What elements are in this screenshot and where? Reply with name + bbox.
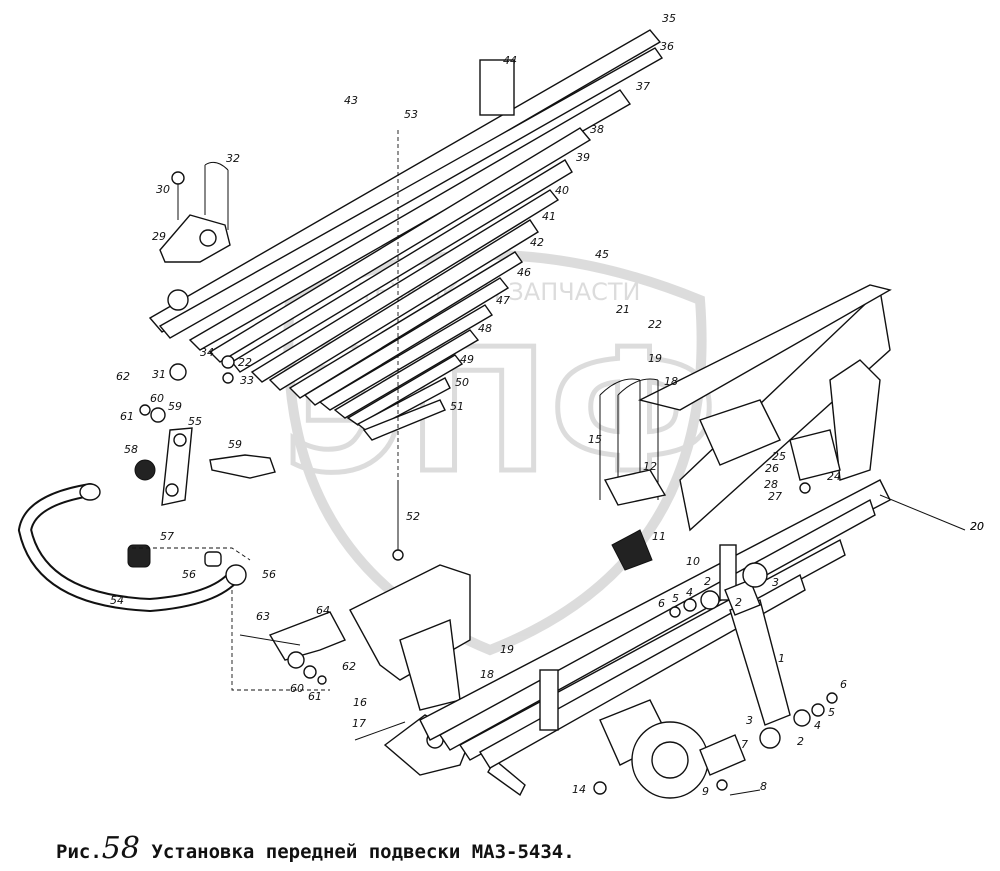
stabilizer-bar	[17, 483, 247, 613]
callout-20: 20	[970, 520, 984, 533]
callout-56: 56	[262, 568, 276, 581]
callout-46: 46	[517, 266, 531, 279]
callout-5: 5	[672, 592, 679, 605]
callout-60: 60	[290, 682, 304, 695]
callout-32: 32	[226, 152, 240, 165]
caption-title: Установка передней подвески МАЗ-5434.	[151, 841, 575, 863]
callout-44: 44	[503, 54, 517, 67]
callout-25: 25	[772, 450, 786, 463]
callout-26: 26	[765, 462, 779, 475]
callout-53: 53	[404, 108, 418, 121]
callout-2: 2	[797, 735, 804, 748]
stabilizer-link	[134, 404, 276, 506]
callout-64: 64	[316, 604, 330, 617]
callout-16: 16	[353, 696, 367, 709]
callout-31: 31	[152, 368, 166, 381]
callout-39: 39	[576, 151, 590, 164]
callout-59: 59	[168, 400, 182, 413]
callout-5: 5	[828, 706, 835, 719]
spring-u-bolt	[599, 378, 667, 571]
callout-56: 56	[182, 568, 196, 581]
callout-45: 45	[595, 248, 609, 261]
callout-21: 21	[616, 303, 630, 316]
upper-leaf-spring	[148, 29, 664, 545]
callout-33: 33	[240, 374, 254, 387]
callout-6: 6	[840, 678, 847, 691]
callout-24: 24	[827, 470, 841, 483]
caption-prefix: Рис.	[56, 841, 102, 863]
callout-4: 4	[814, 719, 821, 732]
callout-22: 22	[648, 318, 662, 331]
callout-9: 9	[702, 785, 709, 798]
callout-34: 34	[200, 346, 214, 359]
callout-62: 62	[342, 660, 356, 673]
callout-47: 47	[496, 294, 510, 307]
callout-58: 58	[124, 443, 138, 456]
callout-55: 55	[188, 415, 202, 428]
callout-28: 28	[764, 478, 778, 491]
callout-38: 38	[590, 123, 604, 136]
callout-59: 59	[228, 438, 242, 451]
callout-49: 49	[460, 353, 474, 366]
callout-18: 18	[664, 375, 678, 388]
callout-4: 4	[686, 586, 693, 599]
lower-stabilizer-link	[132, 547, 346, 691]
callout-42: 42	[530, 236, 544, 249]
callout-3: 3	[746, 714, 753, 727]
shock-absorber	[669, 562, 838, 749]
callout-52: 52	[406, 510, 420, 523]
callout-2: 2	[704, 575, 711, 588]
callout-63: 63	[256, 610, 270, 623]
callout-29: 29	[152, 230, 166, 243]
callout-50: 50	[455, 376, 469, 389]
callout-3: 3	[772, 576, 779, 589]
callout-41: 41	[542, 210, 556, 223]
axle-hub	[593, 699, 761, 799]
callout-57: 57	[160, 530, 174, 543]
callout-2: 2	[735, 596, 742, 609]
caption-figure-number: 58	[101, 831, 140, 866]
callout-14: 14	[572, 783, 586, 796]
callout-30: 30	[156, 183, 170, 196]
callout-37: 37	[636, 80, 650, 93]
callout-48: 48	[478, 322, 492, 335]
callout-22: 22	[238, 356, 252, 369]
callout-51: 51	[450, 400, 464, 413]
callout-7: 7	[741, 738, 748, 751]
callout-36: 36	[660, 40, 674, 53]
callout-27: 27	[768, 490, 782, 503]
shackle-bracket	[159, 161, 235, 384]
callout-10: 10	[686, 555, 700, 568]
callout-62: 62	[116, 370, 130, 383]
callout-19: 19	[500, 643, 514, 656]
callout-8: 8	[760, 780, 767, 793]
callout-43: 43	[344, 94, 358, 107]
bolt-20	[879, 494, 966, 531]
callout-18: 18	[480, 668, 494, 681]
callout-40: 40	[555, 184, 569, 197]
callout-54: 54	[110, 594, 124, 607]
callout-20: 20	[970, 520, 984, 533]
nut-52	[392, 549, 404, 561]
callout-19: 19	[648, 352, 662, 365]
callout-60: 60	[150, 392, 164, 405]
callout-15: 15	[588, 433, 602, 446]
callout-61: 61	[308, 690, 322, 703]
figure-caption: Рис.58 Установка передней подвески МАЗ-5…	[56, 832, 956, 866]
callout-6: 6	[658, 597, 665, 610]
callout-1: 1	[778, 652, 785, 665]
callout-17: 17	[352, 717, 366, 730]
callout-11: 11	[652, 530, 666, 543]
frame-rail	[637, 284, 892, 532]
callout-12: 12	[643, 460, 657, 473]
callout-61: 61	[120, 410, 134, 423]
callout-35: 35	[662, 12, 676, 25]
